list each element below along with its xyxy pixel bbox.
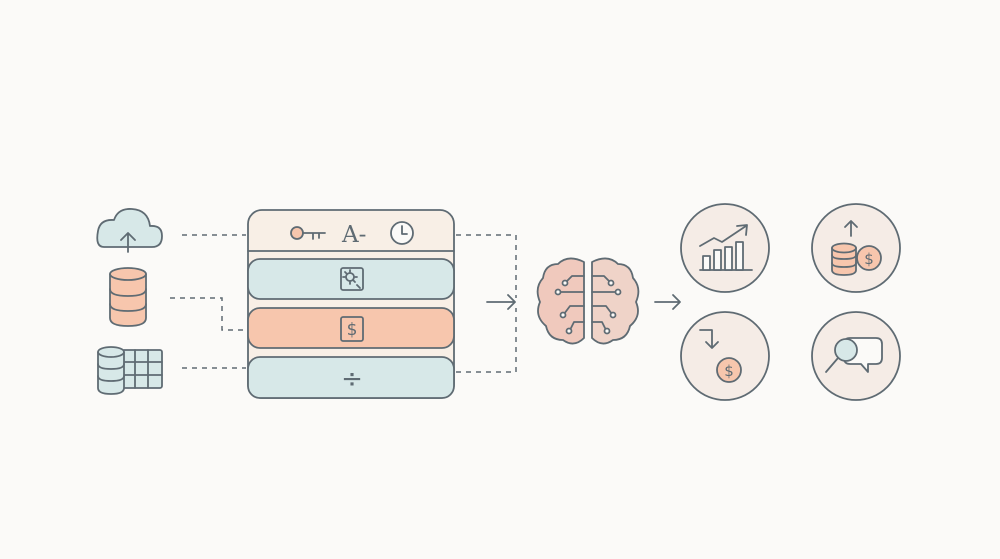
arrow-right-icon (654, 294, 681, 310)
key-icon (290, 226, 326, 240)
cloud-upload-icon (96, 208, 163, 253)
database-icon (109, 267, 147, 327)
text-format-icon: A- (341, 222, 366, 248)
clock-icon (390, 221, 414, 245)
source-connectors (170, 234, 246, 369)
divide-icon: ÷ (341, 364, 363, 394)
text-format-glyph: A- (341, 222, 366, 248)
cost-reduction-icon: $ (680, 311, 770, 401)
search-insights-icon (811, 311, 901, 401)
dollar-box-glyph: $ (347, 320, 358, 340)
cost-reduction-glyph: $ (724, 362, 734, 380)
database-table-icon (97, 346, 163, 395)
gear-chip-icon (340, 267, 364, 291)
divide-glyph: ÷ (341, 364, 363, 394)
feature-stack (247, 209, 455, 399)
brain-circuit-icon (536, 257, 640, 345)
dollar-box-icon: $ (340, 316, 364, 342)
arrow-right-icon (486, 294, 516, 310)
coins-dollar-icon: $ (811, 203, 901, 293)
growth-chart-icon (680, 203, 770, 293)
stack-connectors (456, 234, 517, 373)
coins-dollar-glyph: $ (864, 250, 874, 268)
